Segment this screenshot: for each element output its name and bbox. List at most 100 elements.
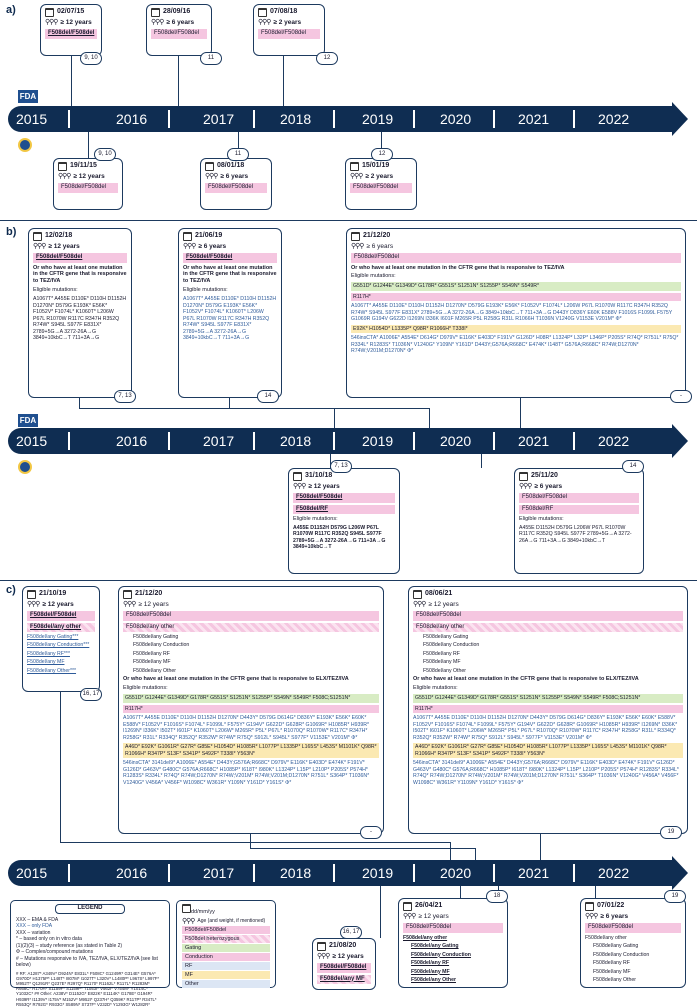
category-item: F508del/any MF (27, 659, 65, 666)
ref-badge: 7, 13 (114, 390, 136, 403)
fda-logo: FDA (18, 90, 38, 103)
people-icon: ⚲⚲⚲ (585, 913, 598, 920)
a-top-card-1: 02/07/15 ⚲⚲⚲≥ 12 years F508del/F508del (40, 4, 102, 56)
genotype-pill: F508del/F508del (151, 29, 207, 39)
category-item: F508del/any Conduction (423, 642, 480, 649)
a-top-card-3: 07/08/18 ⚲⚲⚲≥ 2 years F508del/F508del (253, 4, 325, 56)
mf-mutations: A46D* E92K* G1061R* G27R* G85E* H1054D* … (413, 743, 683, 759)
legend-box: LEGEND XXX – EMA & FDA XXX – only FDA XX… (10, 900, 170, 1007)
ema-logo (18, 460, 32, 474)
year-label: 2018 (280, 111, 312, 127)
mutation-list: A455E D1152H D579G L206W P67L R1070W R11… (293, 524, 386, 551)
calendar-icon (205, 162, 214, 171)
eligible-header: Eligible mutations: (519, 515, 564, 522)
or-text: Or who have at least one mutation in the… (123, 676, 349, 683)
year-label: 2016 (116, 111, 148, 127)
genotype-pill-other: F508del/any other (413, 622, 683, 632)
conduction-mutations: R117H* (413, 704, 683, 714)
calendar-icon (317, 942, 326, 951)
people-icon: ⚲⚲⚲ (151, 19, 164, 26)
other-mutations: 546insCTA* A1006E* A554E* D614G* D979V* … (351, 335, 679, 355)
calendar-icon (151, 8, 160, 17)
genotype-pill: F508del/F508del (258, 29, 320, 39)
year-label: 2021 (518, 865, 550, 881)
people-icon: ⚲⚲⚲ (317, 953, 330, 960)
people-icon: ⚲⚲⚲ (258, 19, 271, 26)
genotype-pill: F508del/F508del (350, 183, 412, 193)
a-bottom-card-3: 15/01/19 ⚲⚲⚲≥ 2 years F508del/F508del (345, 158, 417, 210)
calendar-icon (350, 162, 359, 171)
year-label: 2017 (203, 111, 235, 127)
or-text: Or who have at least one mutation in the… (413, 676, 639, 683)
genotype-pill: F508del/F508del (413, 611, 683, 621)
genotype-pill: F508del/F508del (293, 493, 395, 503)
year-label: 2016 (116, 865, 148, 881)
timeline-c: 2015 2016 2017 2018 2019 2020 2021 2022 (8, 856, 688, 890)
genotype-pill: F508del/F508del (123, 611, 379, 621)
genotype-pill: F508del/F508del (33, 253, 127, 263)
other-mutations: 546insCTA* 3141del9* A1006E* A554E* D443… (123, 760, 370, 786)
b-card-3: 21/12/20 ⚲⚲⚲≥ 6 years F508del/F508del Or… (346, 228, 686, 398)
mf-mutations: A46D* E92K* G1061R* G27R* G85E* H1054D* … (123, 743, 379, 759)
calendar-icon (27, 590, 36, 599)
year-label: 2017 (203, 433, 235, 449)
people-icon: ⚲⚲⚲ (519, 483, 532, 490)
category-item: F508del/any Gating*** (27, 633, 79, 640)
section-a-label: a) (6, 4, 16, 16)
genotype-pill-mf: F508del/any MF (317, 974, 371, 984)
calendar-icon (293, 472, 302, 481)
category-item: F508del/any MF (133, 659, 171, 666)
genotype-pill: F508del/F508del (585, 923, 681, 933)
year-label: 2022 (598, 433, 630, 449)
b-card-4: 31/10/18 ⚲⚲⚲≥ 12 years F508del/F508del F… (288, 468, 400, 574)
genotype-pill: F508del/F508del (27, 611, 95, 621)
calendar-icon (403, 902, 412, 911)
category-item: F508del/any Conduction (133, 642, 190, 649)
genotype-pill: F508del/F508del (183, 253, 277, 263)
people-icon: ⚲⚲⚲ (183, 243, 196, 250)
people-icon: ⚲⚲⚲ (182, 918, 195, 925)
section-c-label: c) (6, 584, 16, 596)
b-card-5: 25/11/20 ⚲⚲⚲≥ 6 years F508del/F508del F5… (514, 468, 644, 574)
timeline-b: 2015 2016 2017 2018 2019 2020 2021 2022 (8, 424, 688, 458)
year-label: 2020 (440, 433, 472, 449)
eligible-header: Eligible mutations: (351, 273, 396, 280)
genotype-pill: F508del/F508del (519, 493, 639, 503)
gating-mutations: G551D* G1244E* G1349D* G178R* G551S* S12… (413, 694, 683, 703)
genotype-pill-rf: F508del/RF (519, 504, 639, 514)
category-item: F508del/any RF (423, 650, 460, 657)
or-text: Or who have at least one mutation in the… (183, 264, 277, 285)
people-icon: ⚲⚲⚲ (27, 601, 40, 608)
calendar-icon (58, 162, 67, 171)
genotype-pill: F508del/F508del (205, 183, 267, 193)
fda-logo: FDA (18, 414, 38, 427)
category-item: F508del/any Gating (133, 633, 179, 640)
category-item: F508del/any Other*** (27, 667, 77, 674)
category-item: F508del/any RF*** (27, 650, 70, 657)
genotype-pill-other: F508del/any other (27, 622, 95, 632)
calendar-icon (182, 904, 191, 913)
mutation-list: A455E D1152H D579G L206W P67L R1070W R11… (519, 524, 632, 544)
c-card-6: 07/01/22 ⚲⚲⚲≥ 6 years F508del/F508del F5… (580, 898, 686, 988)
c-card-1: 21/10/19 ⚲⚲⚲≥ 12 years F508del/F508del F… (22, 586, 100, 692)
people-icon: ⚲⚲⚲ (123, 601, 136, 608)
rf-mutations: A1067T* A455E D110E* D110H D1152H D1270N… (351, 303, 673, 323)
gating-mutations: G551D* G1244E* G1349D* G178R* G551S* S12… (351, 282, 681, 291)
timeline-a: 2015 2016 2017 2018 2019 2020 2021 2022 (8, 102, 688, 136)
calendar-icon (258, 8, 267, 17)
ref-badge: 9, 10 (80, 52, 102, 65)
people-icon: ⚲⚲⚲ (293, 483, 306, 490)
c-card-4: 21/08/20 ⚲⚲⚲≥ 12 years F508del/F508del F… (312, 938, 376, 990)
other-mutations: 546insCTA* 3141del9* A1006E* A554E* D443… (413, 760, 679, 786)
people-icon: ⚲⚲⚲ (350, 173, 363, 180)
people-icon: ⚲⚲⚲ (45, 19, 58, 26)
ref-badge: 16, 17 (80, 688, 102, 701)
ref-badge: 11 (227, 148, 249, 161)
people-icon: ⚲⚲⚲ (403, 913, 416, 920)
mutation-list: A1067T* A455E D110E* D110H D1152H D1270N… (33, 296, 127, 342)
eligible-header: Eligible mutations: (123, 685, 168, 692)
ref-badge: - (670, 390, 692, 403)
year-label: 2019 (362, 433, 394, 449)
year-label: 2022 (598, 865, 630, 881)
calendar-icon (33, 232, 42, 241)
